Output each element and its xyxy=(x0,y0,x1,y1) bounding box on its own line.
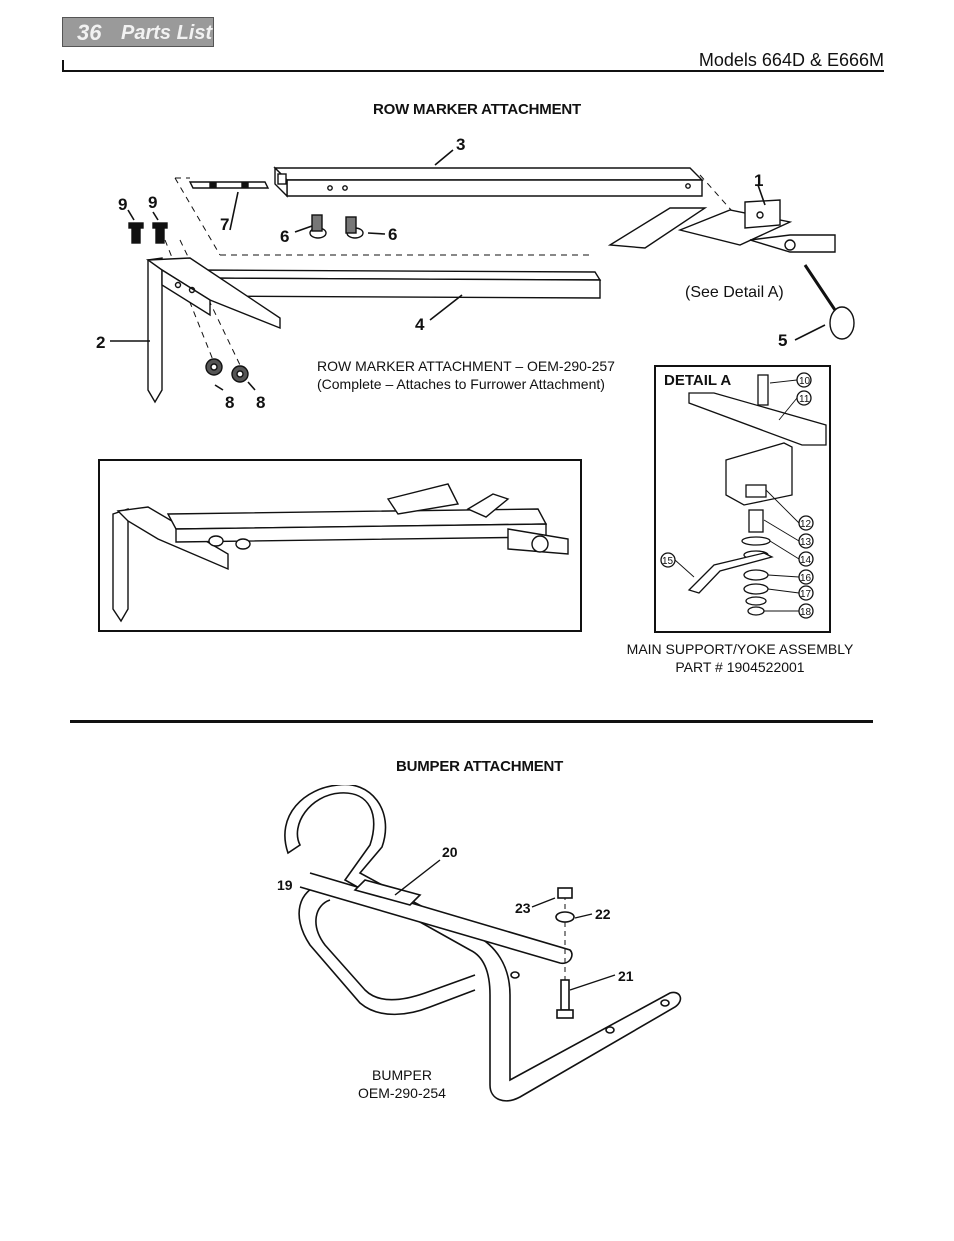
callout-12: 12 xyxy=(800,519,812,530)
callout-14: 14 xyxy=(800,555,812,566)
assembled-view-diagram xyxy=(98,459,582,632)
header-tick xyxy=(62,60,64,72)
callout-4: 4 xyxy=(415,315,425,334)
slot-bar-part xyxy=(188,181,270,189)
section-divider xyxy=(70,720,873,723)
callout-21: 21 xyxy=(618,968,634,984)
row-marker-exploded-diagram: 3 1 7 2 4 5 6 6 9 9 8 8 (See Detail A) xyxy=(96,135,855,410)
models-label: Models 664D & E666M xyxy=(698,50,884,70)
detail-a-caption: MAIN SUPPORT/YOKE ASSEMBLY PART # 190452… xyxy=(620,640,860,676)
row-marker-caption-line1: ROW MARKER ATTACHMENT – OEM-290-257 xyxy=(317,358,615,374)
detail-a-title: DETAIL A xyxy=(664,372,731,389)
callout-17: 17 xyxy=(800,589,812,600)
bolt-part-9a xyxy=(128,222,144,244)
bumper-diagram: 19 20 21 22 23 xyxy=(277,785,682,1102)
bumper-caption: BUMPER OEM-290-254 xyxy=(342,1066,462,1102)
bumper-caption-line2: OEM-290-254 xyxy=(358,1085,446,1101)
callout-23: 23 xyxy=(515,900,531,916)
callout-16: 16 xyxy=(800,573,812,584)
callout-22: 22 xyxy=(595,906,611,922)
bolt-part-9b xyxy=(152,222,168,244)
see-detail-label: (See Detail A) xyxy=(685,284,784,301)
callout-7: 7 xyxy=(220,215,229,234)
callout-6a: 6 xyxy=(280,227,289,246)
callout-11: 11 xyxy=(799,394,810,405)
row-marker-caption-line2: (Complete – Attaches to Furrower Attachm… xyxy=(317,376,605,392)
upper-tube-part xyxy=(273,166,704,198)
page-badge: 36 Parts List xyxy=(62,17,214,47)
row-marker-caption: ROW MARKER ATTACHMENT – OEM-290-257 (Com… xyxy=(317,357,615,393)
detail-a-caption-line1: MAIN SUPPORT/YOKE ASSEMBLY xyxy=(626,641,854,657)
callout-9a: 9 xyxy=(118,195,127,214)
lower-tube-part xyxy=(193,269,602,299)
callout-8a: 8 xyxy=(225,393,234,410)
callout-6b: 6 xyxy=(388,225,397,244)
callout-13: 13 xyxy=(800,537,812,548)
callout-18: 18 xyxy=(800,607,812,618)
detail-a-caption-line2: PART # 1904522001 xyxy=(675,659,805,675)
section-label: Parts List xyxy=(121,22,213,44)
marker-blade-part xyxy=(145,257,281,404)
pin-part-6a xyxy=(309,214,327,239)
callout-10: 10 xyxy=(799,376,811,387)
callout-20: 20 xyxy=(442,844,458,860)
callout-15: 15 xyxy=(662,556,674,567)
header-rule xyxy=(62,70,884,72)
callout-9b: 9 xyxy=(148,193,157,212)
callout-19: 19 xyxy=(277,877,293,893)
bumper-title: BUMPER ATTACHMENT xyxy=(396,758,564,775)
bumper-caption-line1: BUMPER xyxy=(372,1067,432,1083)
callout-8b: 8 xyxy=(256,393,265,410)
nut-part-8b xyxy=(231,365,249,383)
lock-pin-part-5 xyxy=(803,264,855,340)
callout-2: 2 xyxy=(96,333,105,352)
callout-5: 5 xyxy=(778,331,787,350)
callout-1: 1 xyxy=(754,171,763,190)
callout-3: 3 xyxy=(456,135,465,154)
nut-part-8a xyxy=(205,358,223,376)
yoke-bracket-part xyxy=(607,199,836,253)
detail-a-diagram: DETAIL A 10 11 12 13 14 15 16 17 18 xyxy=(654,365,831,633)
pin-part-6b xyxy=(345,216,364,239)
row-marker-title: ROW MARKER ATTACHMENT xyxy=(373,101,581,118)
page-number: 36 xyxy=(77,20,102,45)
